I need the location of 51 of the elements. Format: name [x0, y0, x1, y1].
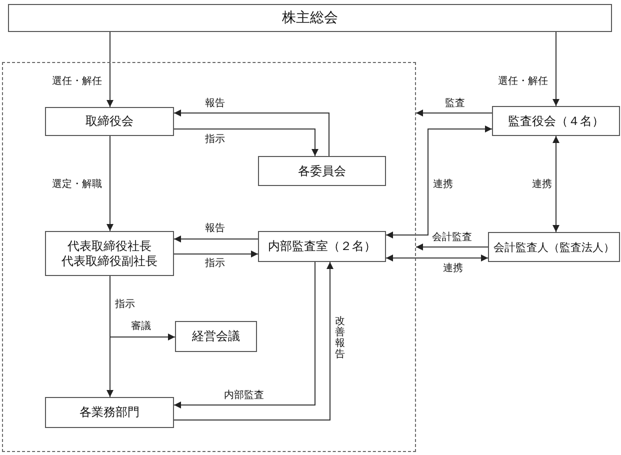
edge-label: 審議 — [131, 321, 151, 333]
dashed-group-frame — [2, 62, 416, 452]
process-box — [175, 321, 257, 352]
arrow — [174, 128, 318, 156]
box-label: 会計監査人（監査法人） — [494, 240, 614, 254]
edge-label: 連携 — [532, 179, 552, 191]
edge-label: 選任・解任 — [498, 76, 548, 88]
process-box — [488, 232, 620, 262]
box-label: 監査役会（４名） — [508, 114, 604, 128]
edge-label: 監査 — [445, 98, 465, 110]
arrow — [174, 262, 316, 408]
process-box — [45, 397, 174, 428]
arrow — [174, 250, 258, 258]
box-label: 代表取締役社長 — [68, 238, 152, 254]
edge-label: 指示 — [205, 134, 225, 146]
arrow — [174, 110, 330, 156]
process-box — [492, 106, 620, 136]
arrow — [386, 126, 492, 238]
process-box — [258, 156, 386, 186]
box-label: 経営会議 — [192, 329, 240, 344]
edge-label: 連携 — [443, 263, 463, 275]
arrow — [416, 110, 492, 116]
edge-label: 連携 — [433, 179, 453, 191]
process-box — [45, 107, 174, 136]
arrow — [106, 32, 114, 108]
arrow — [552, 32, 560, 106]
edge-label: 会計監査 — [432, 232, 472, 244]
arrow — [106, 136, 114, 232]
arrow — [416, 244, 488, 250]
process-box — [258, 231, 386, 262]
edge-label: 改善報告 — [335, 316, 345, 360]
box-label: 取締役会 — [86, 114, 134, 129]
box-label: 株主総会 — [282, 10, 338, 26]
edge-label: 報告 — [205, 98, 225, 110]
edge-label: 選定・解職 — [52, 179, 102, 191]
arrow — [552, 136, 560, 232]
box-label: 各委員会 — [298, 164, 346, 178]
edge-label: 指示 — [205, 258, 225, 270]
arrow — [174, 236, 258, 242]
box-label: 各業務部門 — [80, 405, 140, 420]
process-box — [8, 4, 612, 32]
process-box — [45, 231, 174, 276]
arrow — [174, 262, 334, 420]
edge-label: 選任・解任 — [52, 76, 102, 88]
arrow — [110, 276, 176, 340]
edge-label: 内部監査 — [224, 390, 264, 402]
box-label: 内部監査室（２名） — [268, 239, 376, 254]
box-label: 代表取締役副社長 — [62, 254, 158, 268]
edge-label: 報告 — [205, 223, 225, 235]
edge-label: 指示 — [115, 299, 135, 311]
arrow — [386, 254, 488, 262]
